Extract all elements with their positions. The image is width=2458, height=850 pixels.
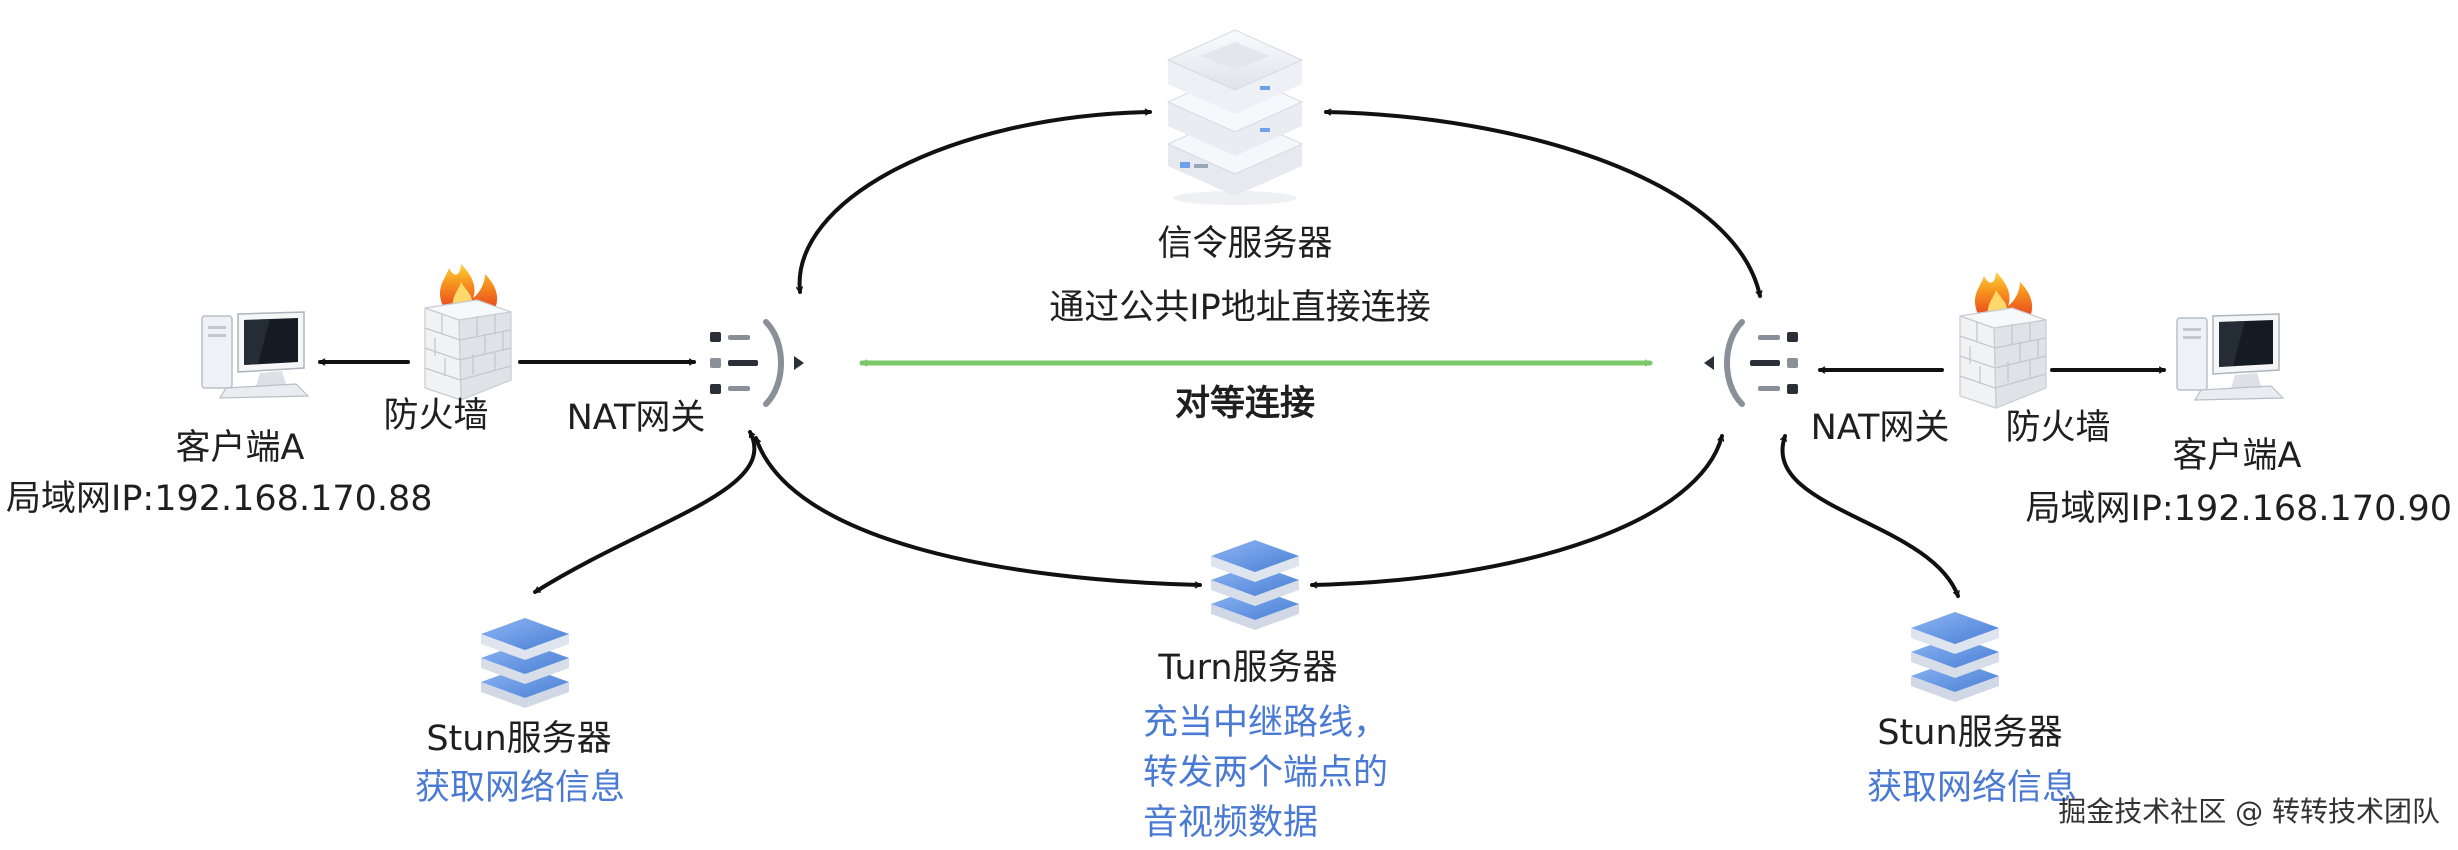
edge-turn-nat-right <box>1310 434 1722 585</box>
turn-server-label: Turn服务器 <box>1158 648 1338 688</box>
edge-nat-stun-left <box>533 430 757 594</box>
edge-nat-signal-left <box>800 112 1152 294</box>
left-client-name: 客户端A <box>175 428 305 468</box>
right-stun-server-note: 获取网络信息 <box>1866 768 2078 808</box>
signal-server-label: 信令服务器 <box>1157 224 1333 264</box>
left-client-computer-icon <box>201 311 309 399</box>
right-firewall-label: 防火墙 <box>2005 408 2111 448</box>
edge-nat-stun-right <box>1782 434 1960 598</box>
edge-signal-nat-right <box>1324 112 1760 298</box>
left-firewall-icon <box>424 263 512 401</box>
right-client-name: 客户端A <box>2172 436 2302 476</box>
signal-server-icon <box>1167 29 1303 206</box>
edge-nat-turn-left <box>754 436 1202 585</box>
right-firewall-icon <box>1959 271 2047 409</box>
turn-server-note-line-3: 音视频数据 <box>1143 803 1319 843</box>
p2p-connection-label: 对等连接 <box>1174 384 1316 424</box>
turn-server-icon <box>1211 540 1299 630</box>
left-client-ip: 局域网IP:192.168.170.88 <box>6 479 433 519</box>
turn-server-note-line-2: 转发两个端点的 <box>1143 753 1389 793</box>
right-nat-gateway-icon <box>1704 322 1798 404</box>
left-stun-server-label: Stun服务器 <box>426 719 612 759</box>
left-stun-server-icon <box>481 618 569 708</box>
left-nat-label: NAT网关 <box>566 398 706 438</box>
right-nat-label: NAT网关 <box>1810 408 1950 448</box>
right-stun-server-label: Stun服务器 <box>1877 713 2063 753</box>
left-stun-server-note: 获取网络信息 <box>414 768 626 808</box>
left-nat-gateway-icon <box>710 322 804 404</box>
right-stun-server-icon <box>1911 612 1999 702</box>
right-client-ip: 局域网IP:192.168.170.90 <box>2025 489 2452 529</box>
right-client-computer-icon <box>2176 313 2284 401</box>
watermark-text: 掘金技术社区 @ 转转技术团队 <box>2058 795 2440 828</box>
turn-server-note-line-1: 充当中继路线， <box>1143 703 1389 743</box>
left-firewall-label: 防火墙 <box>383 396 489 436</box>
public-ip-connection-label: 通过公共IP地址直接连接 <box>1049 288 1431 328</box>
